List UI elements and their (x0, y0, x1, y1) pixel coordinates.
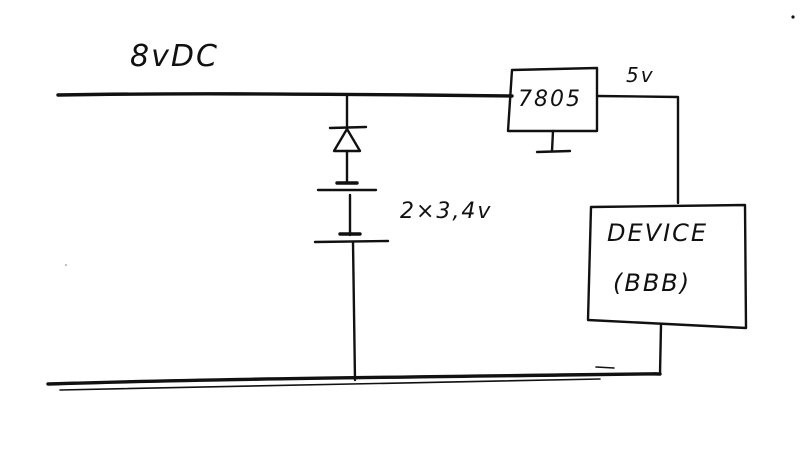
output-voltage-label: 5v (626, 63, 655, 87)
device-model-label: (BBB) (613, 269, 691, 297)
regulator-output-wire (595, 94, 680, 205)
ink-speck (791, 15, 795, 19)
branch-wire-bottom (351, 240, 357, 382)
regulator-ground-bar (535, 149, 572, 154)
battery-voltage-label: 2×3,4v (400, 199, 492, 224)
bottom-ground-rail (46, 372, 662, 386)
ink-speck (65, 264, 67, 266)
regulator-7805-box (506, 66, 599, 133)
diode-triangle (332, 127, 362, 153)
device-ground-wire (658, 323, 663, 376)
battery-plate-2-long (313, 239, 390, 244)
regulator-label: 7805 (518, 87, 582, 112)
ground-rail-end-tick (595, 366, 615, 369)
bottom-ground-rail-stroke (59, 378, 601, 391)
supply-voltage-label: 8vDC (130, 39, 219, 74)
diode-bar (328, 125, 368, 130)
device-label: DEVICE (607, 219, 708, 247)
top-supply-rail (56, 92, 514, 98)
device-box (586, 203, 748, 330)
regulator-ground-pin (550, 129, 555, 153)
